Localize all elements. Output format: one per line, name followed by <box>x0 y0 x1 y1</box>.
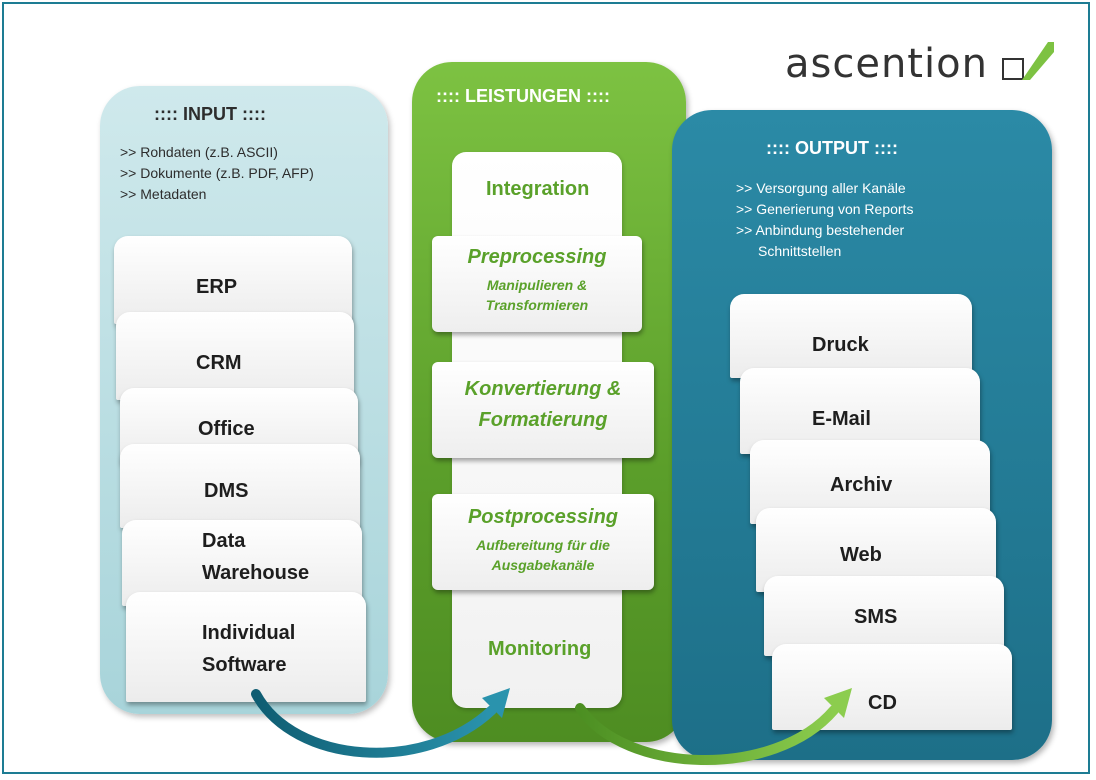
input-title: :::: INPUT :::: <box>154 104 266 124</box>
ascention-logo: ascention <box>785 34 1056 94</box>
logo-mark-icon <box>996 38 1056 90</box>
output-card-sms: SMS <box>764 576 1004 656</box>
output-card-druck: Druck <box>730 294 972 378</box>
input-card-erp: ERP <box>114 236 352 324</box>
output-bullet: >> Versorgung aller Kanäle <box>736 180 906 196</box>
input-bullet: >> Metadaten <box>120 186 207 202</box>
input-card-dms: DMS <box>120 444 360 528</box>
arrow-input-to-leistungen-icon <box>251 688 510 758</box>
output-bullet: >> Anbindung bestehender <box>736 222 905 238</box>
output-bullet: Schnittstellen <box>758 243 842 259</box>
input-bullet: >> Dokumente (z.B. PDF, AFP) <box>120 165 314 181</box>
output-title: :::: OUTPUT :::: <box>766 138 898 158</box>
leistung-integration: Integration <box>486 178 590 200</box>
leistung-preprocessing: Preprocessing Manipulieren & Transformie… <box>432 236 642 332</box>
leistung-monitoring: Monitoring <box>488 638 592 660</box>
output-bullet-list: >> Versorgung aller Kanäle >> Generierun… <box>736 178 1036 262</box>
leistung-postprocessing: Postprocessing Aufbereitung für die Ausg… <box>432 494 654 590</box>
leistungen-title: :::: LEISTUNGEN :::: <box>436 86 610 106</box>
flow-arrows <box>251 688 852 765</box>
leistung-konvertierung: Konvertierung & Formatierung <box>432 362 654 458</box>
output-bullet: >> Generierung von Reports <box>736 201 914 217</box>
output-card-email: E-Mail <box>740 368 980 454</box>
input-card-individual-software: Individual Software <box>126 592 366 702</box>
output-card-cd: CD <box>772 644 1012 730</box>
input-bullet-list: >> Rohdaten (z.B. ASCII) >> Dokumente (z… <box>120 142 314 205</box>
input-card-data-warehouse: Data Warehouse <box>122 520 362 606</box>
input-bullet: >> Rohdaten (z.B. ASCII) <box>120 144 278 160</box>
logo-text: ascention <box>785 41 988 87</box>
input-card-crm: CRM <box>116 312 354 400</box>
arrow-leistungen-to-output-icon <box>575 688 852 765</box>
